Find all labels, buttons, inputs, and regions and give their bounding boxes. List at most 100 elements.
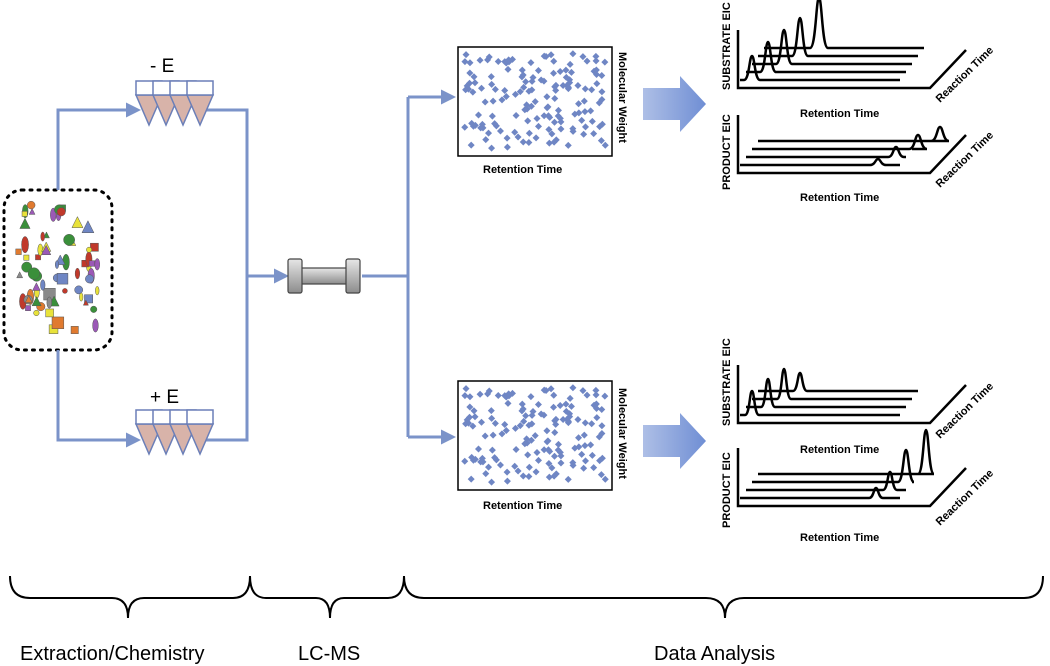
ms-feature-point — [601, 392, 609, 400]
ms-feature-point — [471, 79, 479, 87]
eic-panel — [736, 0, 967, 90]
ms-feature-point — [504, 399, 512, 407]
ms-feature-point — [582, 457, 590, 465]
ms-feature-point — [562, 66, 570, 74]
ms-feature-point — [575, 109, 583, 117]
ms-feature-point — [501, 421, 509, 429]
ms-feature-point — [478, 120, 486, 128]
ms-feature-point — [554, 446, 562, 454]
ms-feature-point — [527, 393, 535, 401]
eic-trace — [746, 145, 906, 159]
ms-feature-point — [540, 52, 548, 60]
molecule — [71, 216, 84, 228]
ms-feature-point — [467, 141, 475, 149]
ms-feature-point — [520, 417, 528, 425]
ms-feature-point — [562, 407, 570, 415]
ms-feature-point — [556, 401, 564, 409]
ms-feature-point — [592, 57, 600, 65]
ms-feature-point — [590, 464, 598, 472]
ms-feature-point — [518, 400, 526, 408]
ms-feature-point — [525, 139, 533, 147]
eic-trace — [758, 125, 950, 143]
ms-feature-point — [522, 412, 530, 420]
ms-feature-point — [461, 123, 469, 131]
ms-feature-point — [534, 401, 542, 409]
ms-feature-point — [487, 407, 495, 415]
retention-time-label: Retention Time — [800, 532, 879, 544]
ms-feature-point — [475, 111, 483, 119]
ms-feature-point — [551, 94, 559, 102]
ms-feature-point — [461, 392, 469, 400]
molecule — [51, 316, 65, 329]
flow-lines — [56, 89, 456, 448]
ms-feature-point — [574, 416, 582, 424]
ms-feature-point — [471, 413, 479, 421]
ms-feature-point — [502, 427, 510, 435]
ms-feature-point — [475, 445, 483, 453]
eic-trace — [740, 486, 900, 500]
molecule — [21, 211, 28, 217]
analysis-arrow-bottom — [643, 413, 706, 469]
molecule — [40, 279, 46, 291]
molecule — [74, 267, 81, 280]
ms-feature-point — [578, 116, 586, 124]
ms-feature-point — [580, 130, 588, 138]
ms-feature-point — [531, 432, 539, 440]
ms-feature-point — [598, 422, 606, 430]
molecule — [74, 285, 84, 295]
ms-plot-top: Retention Time Molecular Weight — [457, 46, 628, 176]
ms-feature-point — [579, 53, 587, 61]
molecule — [86, 246, 92, 253]
molecule — [31, 296, 42, 307]
product-eic-label: PRODUCT EIC — [721, 452, 733, 528]
substrate-eic-label: SUBSTRATE EIC — [721, 338, 733, 426]
ms-feature-point — [520, 83, 528, 91]
molecule — [82, 299, 89, 306]
eic-trace — [746, 377, 906, 409]
ms-feature-point — [514, 133, 522, 141]
ms-feature-point — [540, 446, 548, 454]
ms-feature-point — [511, 128, 519, 136]
molecule — [25, 305, 31, 311]
ms-feature-point — [470, 407, 478, 415]
ms-feature-point — [461, 58, 469, 66]
ms-feature-point — [564, 475, 572, 483]
ms-feature-point — [463, 82, 471, 90]
ms-feature-point — [534, 67, 542, 75]
ms-feature-point — [482, 470, 490, 478]
ms-feature-point — [583, 57, 591, 65]
ms-feature-point — [528, 77, 536, 85]
substrate-eic-label: SUBSTRATE EIC — [721, 2, 733, 90]
ms-feature-point — [559, 415, 567, 423]
ms-feature-point — [566, 60, 574, 68]
ms-feature-point — [527, 436, 535, 444]
ms-feature-point — [491, 120, 499, 128]
ms-feature-point — [581, 108, 589, 116]
ms-feature-point — [503, 468, 511, 476]
molecule — [81, 220, 95, 233]
ms-feature-point — [548, 464, 556, 472]
ms-feature-point — [592, 52, 600, 60]
ms-feature-point — [525, 129, 533, 137]
molecule — [46, 296, 52, 309]
section-label-extraction: Extraction/Chemistry — [20, 643, 205, 665]
ms-feature-point — [551, 417, 559, 425]
molecule — [63, 233, 75, 246]
ms-feature-point — [580, 97, 588, 105]
brace-extraction — [9, 575, 251, 619]
molecule — [94, 258, 100, 271]
eic-labels-bottom: SUBSTRATE EIC Reaction Time Retention Ti… — [721, 338, 996, 544]
ms-feature-point — [511, 424, 519, 432]
ms-feature-point — [569, 461, 577, 469]
ms-feature-point — [514, 467, 522, 475]
molecule — [23, 254, 30, 261]
molecule — [92, 318, 99, 333]
molecule — [27, 200, 36, 210]
ms-feature-point — [504, 65, 512, 73]
ms-feature-point — [485, 53, 493, 61]
eic-trace — [758, 16, 918, 58]
ms-feature-point — [469, 88, 477, 96]
eic-panel — [736, 428, 967, 508]
ms-feature-point — [532, 134, 540, 142]
